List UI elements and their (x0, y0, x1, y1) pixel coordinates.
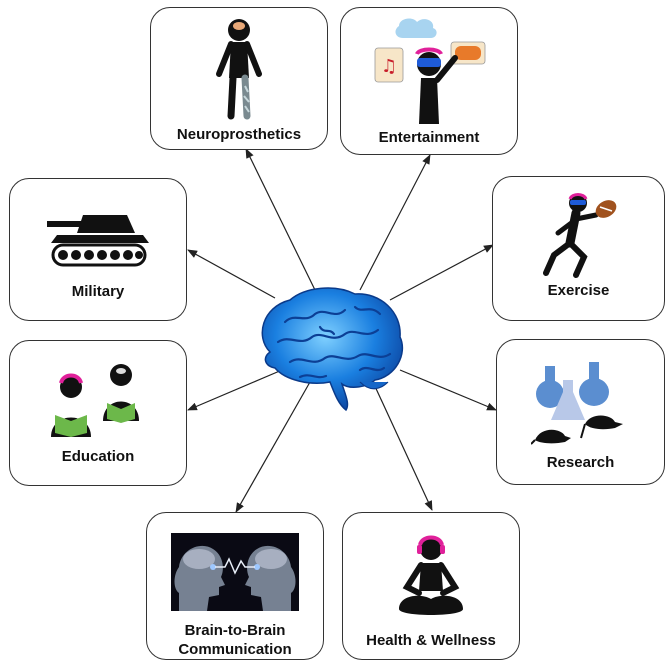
brain-icon (250, 282, 410, 417)
two-heads-facing-icon (147, 533, 323, 611)
tank-icon (10, 199, 186, 269)
card-neuroprosthetics: Neuroprosthetics (150, 7, 328, 150)
card-research: Research (496, 339, 665, 485)
vr-headset-gaming-icon: ♫ (341, 16, 517, 124)
label-health-wellness: Health & Wellness (366, 632, 496, 649)
prosthetic-leg-person-icon (151, 16, 327, 121)
arrow-to-military (187, 249, 276, 299)
label-exercise: Exercise (547, 282, 610, 299)
card-military: Military (9, 178, 187, 321)
card-education: Education (9, 340, 187, 486)
arrow-to-entertainment (359, 154, 431, 291)
label-brain-to-brain-line2: Communication (178, 641, 292, 658)
lab-flasks-mice-icon (497, 358, 664, 448)
label-education: Education (61, 448, 135, 465)
label-neuroprosthetics: Neuroprosthetics (176, 126, 302, 143)
arrow-to-exercise (389, 244, 494, 301)
arrow-to-health-wellness (372, 381, 433, 511)
label-brain-to-brain-line1: Brain-to-Brain (184, 622, 286, 639)
students-reading-icon (10, 359, 186, 439)
label-military: Military (71, 283, 125, 300)
meditating-person-icon (343, 533, 519, 619)
card-brain-to-brain: Brain-to-Brain Communication (146, 512, 324, 660)
arrow-to-education (187, 369, 283, 411)
card-health-wellness: Health & Wellness (342, 512, 520, 660)
svg-text:♫: ♫ (381, 56, 397, 77)
running-person-with-ball-icon (493, 185, 664, 280)
arrow-to-brain-to-brain (235, 381, 311, 513)
arrow-to-neuroprosthetics (245, 148, 316, 291)
card-exercise: Exercise (492, 176, 665, 321)
arrow-to-research (399, 369, 497, 411)
label-research: Research (546, 454, 615, 471)
label-entertainment: Entertainment (378, 129, 480, 146)
card-entertainment: ♫ Entertainment (340, 7, 518, 155)
